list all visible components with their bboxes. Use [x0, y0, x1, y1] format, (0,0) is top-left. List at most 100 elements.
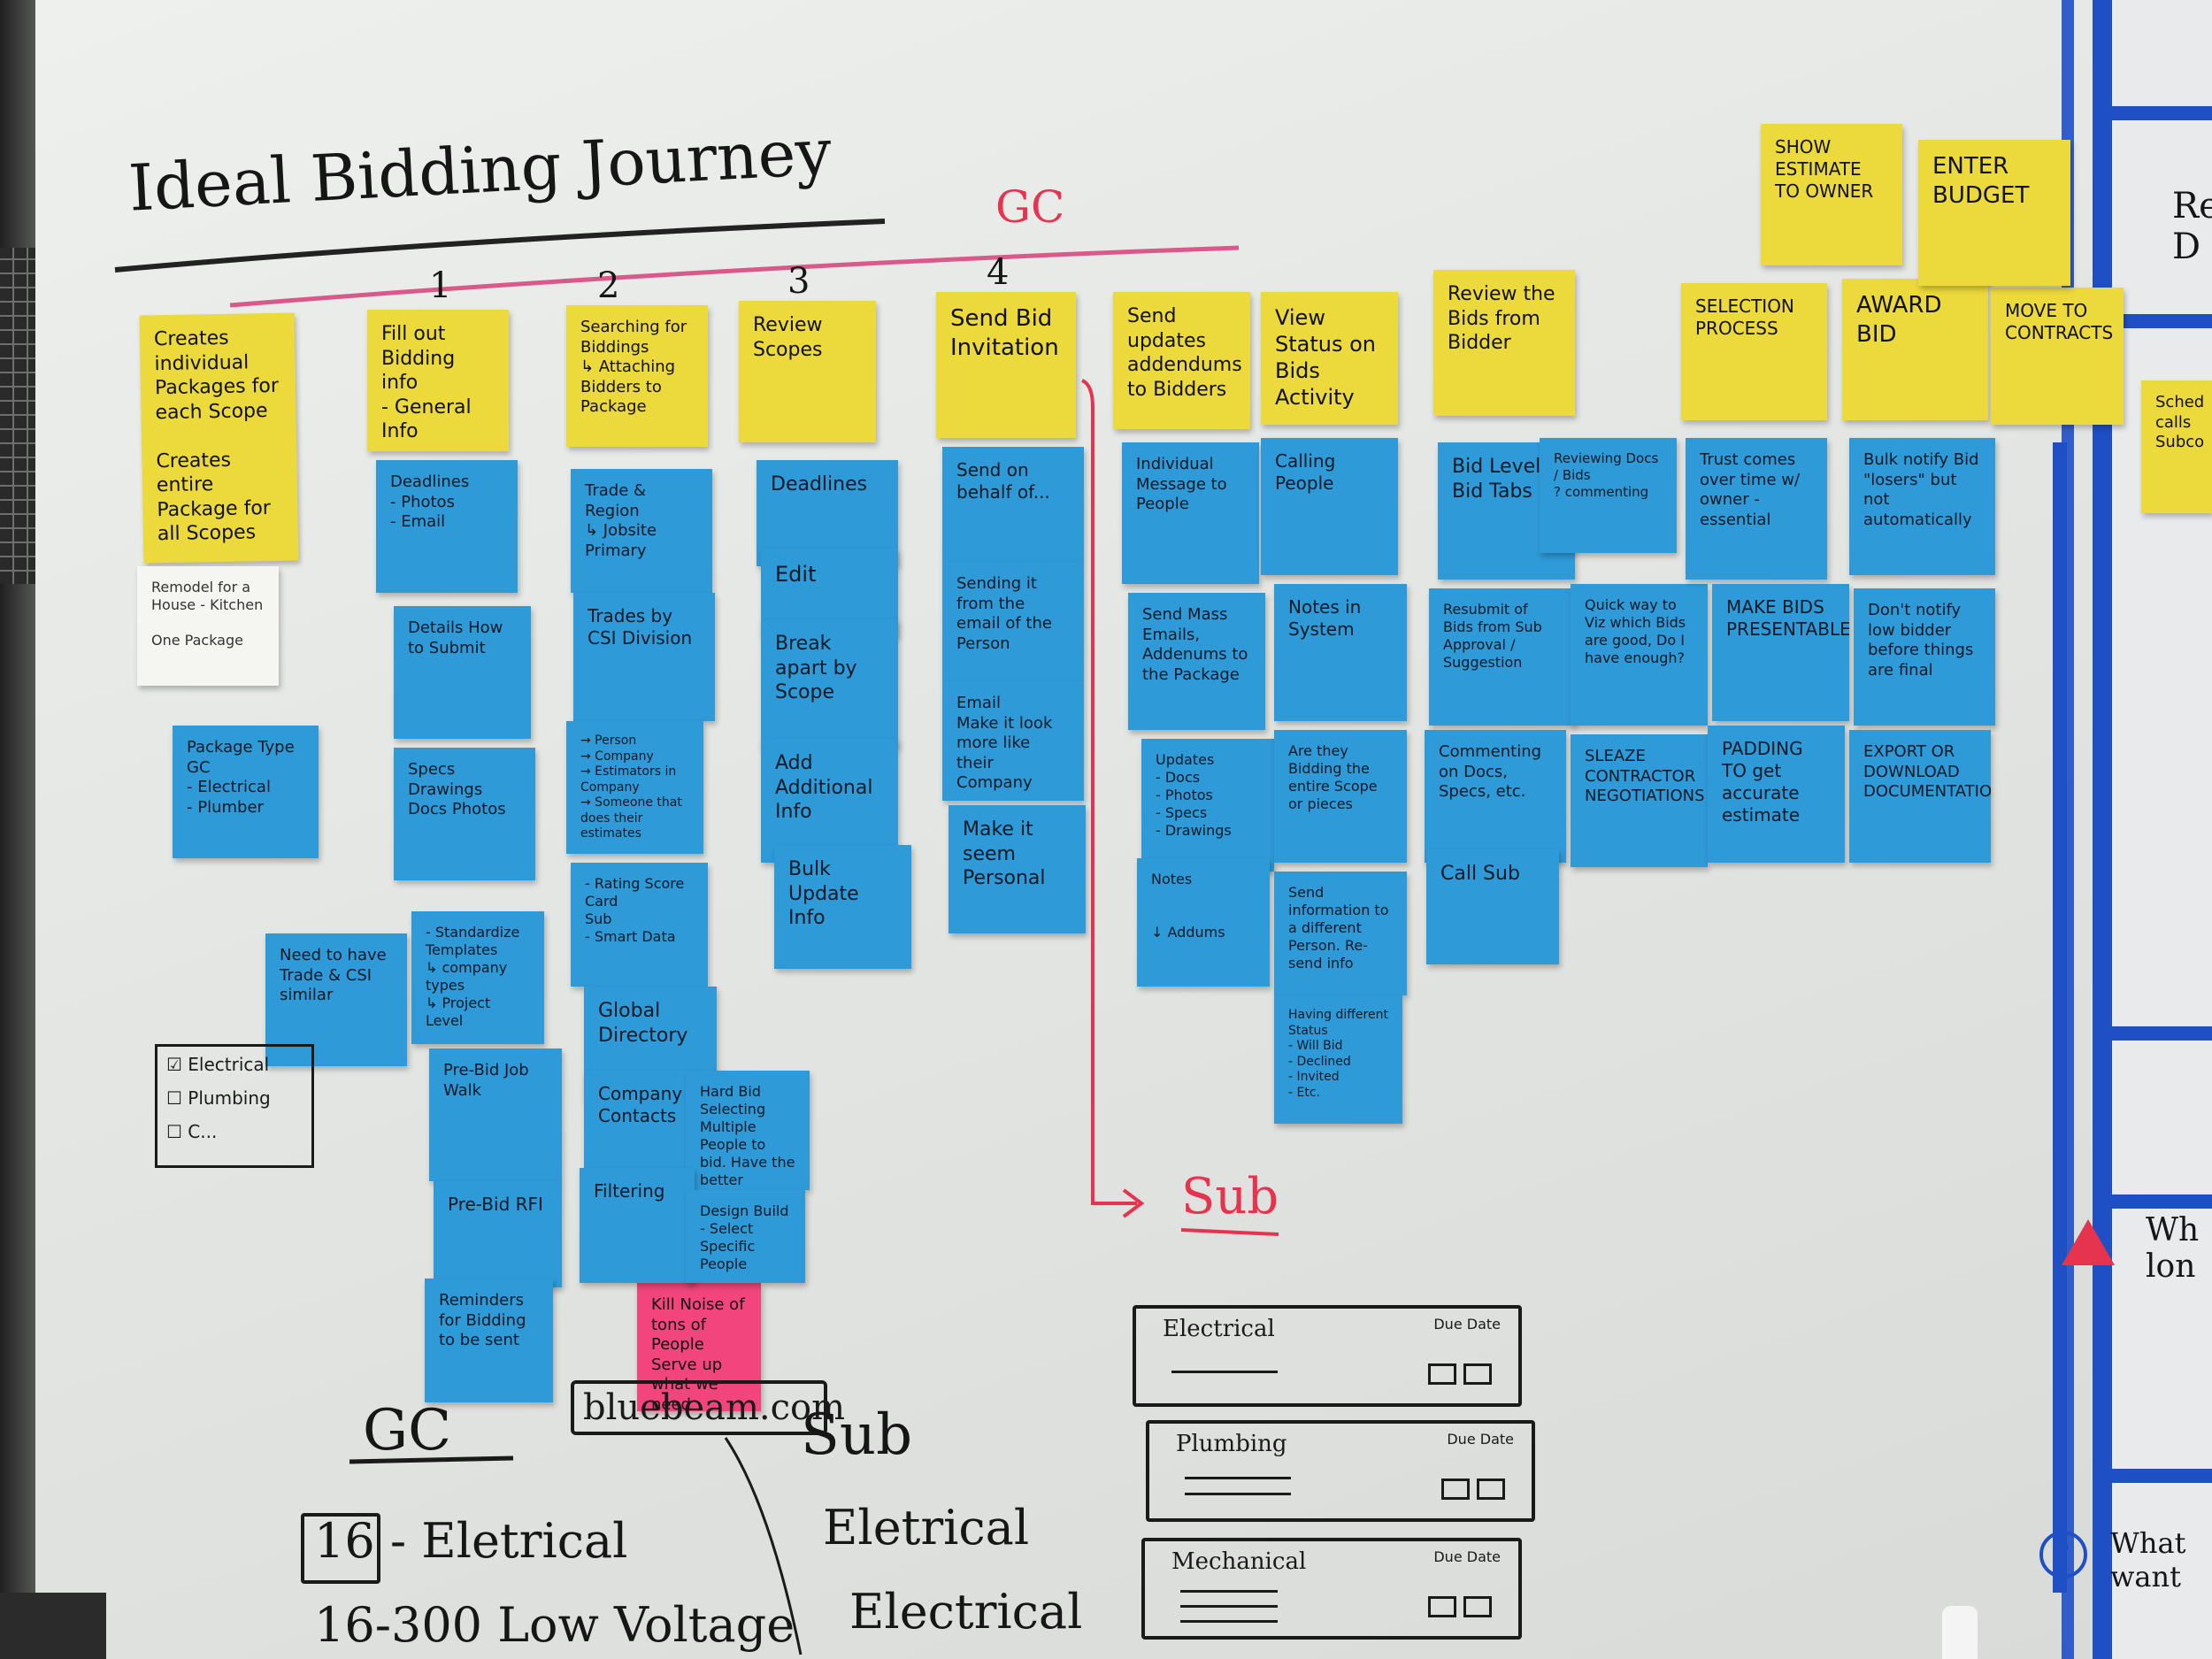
marker-bottle [1942, 1606, 1978, 1659]
blue-note-updates-docs: Updates - Docs - Photos - Specs - Drawin… [1141, 739, 1274, 872]
bid-card-line [1171, 1371, 1278, 1373]
bid-card-mechanical: Mechanical Due Date [1141, 1538, 1522, 1640]
checklist-item-1: ☑ Electrical [166, 1054, 270, 1075]
blue-note-dont-notify: Don't notify low bidder before things ar… [1854, 588, 1995, 726]
blue-note-padding-estimate: PADDING TO get accurate estimate [1708, 726, 1845, 863]
blue-note-pre-bid-rfi: Pre-Bid RFI [434, 1181, 562, 1287]
blue-note-notes-system: Notes in System [1274, 584, 1407, 721]
bid-card-action-box [1428, 1363, 1456, 1385]
yellow-note-move-to-contracts: MOVE TO CONTRACTS [1991, 288, 2124, 425]
bid-card-electrical-due: Due Date [1433, 1316, 1501, 1333]
step-number-3: 3 [787, 261, 810, 302]
bottom-gc-label: GC [363, 1398, 452, 1463]
yellow-note-send-updates: Send updates addendums to Bidders [1113, 292, 1250, 429]
blue-note-hard-bid: Hard Bid Selecting Multiple People to bi… [686, 1071, 810, 1190]
right-partial-warning-text: Wh lon [2146, 1212, 2200, 1285]
blue-note-reminders: Reminders for Bidding to be sent [425, 1279, 553, 1402]
blue-note-reviewing-docs: Reviewing Docs / Bids ? commenting [1540, 438, 1677, 553]
tape-horizontal-1 [2097, 106, 2212, 120]
tape-vertical-inner [2053, 442, 2067, 1593]
step-number-2: 2 [597, 265, 620, 306]
bottom-gc-line1: 16 - Eletrical [314, 1513, 628, 1569]
bid-card-electrical-label: Electrical [1163, 1316, 1275, 1342]
bottom-sub-label: Sub [801, 1402, 913, 1468]
blue-note-sending-from-email: Sending it from the email of the Person [942, 562, 1084, 681]
sub-marker: Sub [1181, 1168, 1279, 1225]
warning-icon [2062, 1219, 2115, 1265]
blue-note-notes-addums: Notes ↓ Addums [1137, 858, 1270, 987]
tape-horizontal-5 [2097, 1469, 2212, 1483]
blue-note-send-different-person: Send information to a different Person. … [1274, 872, 1407, 995]
bid-card-line [1185, 1493, 1291, 1495]
bid-card-electrical: Electrical Due Date [1133, 1305, 1522, 1407]
bid-card-mechanical-due: Due Date [1433, 1548, 1501, 1565]
blue-note-send-on-behalf: Send on behalf of... [942, 447, 1084, 562]
blue-note-sleaze-contractor: SLEAZE CONTRACTOR NEGOTIATIONS [1571, 734, 1708, 867]
yellow-note-create-packages: Creates individual Packages for each Sco… [139, 312, 299, 564]
bid-card-line [1180, 1590, 1278, 1593]
blue-note-commenting-docs: Commenting on Docs, Specs, etc. [1425, 730, 1566, 863]
bottom-gc-underline [349, 1455, 514, 1464]
blue-note-resubmit-bids: Resubmit of Bids from Sub Approval / Sug… [1429, 588, 1575, 726]
bluebeam-box: bluebeam.com [571, 1380, 845, 1435]
bottom-gc-line2: 16-300 Low Voltage [314, 1597, 795, 1653]
blue-note-individual-message: Individual Message to People [1122, 442, 1259, 584]
checklist-item-3: ☐ C... [166, 1121, 218, 1142]
blue-note-standardize-templates: - Standardize Templates ↳ company types … [411, 911, 544, 1044]
right-board-section [2093, 0, 2212, 1659]
tape-horizontal-2 [2097, 314, 2212, 328]
blue-note-company-contacts: Company Contacts [584, 1071, 699, 1186]
yellow-note-show-estimate: SHOW ESTIMATE TO OWNER [1761, 124, 1902, 265]
checklist-item-2: ☐ Plumbing [166, 1087, 271, 1109]
yellow-note-view-status: View Status on Bids Activity [1261, 292, 1398, 425]
yellow-note-award-bid: AWARD BID [1842, 279, 1988, 420]
blue-note-mass-emails: Send Mass Emails, Addenums to the Packag… [1128, 593, 1265, 730]
blue-note-having-status: Having different Status - Will Bid - Dec… [1274, 995, 1402, 1124]
blue-note-entire-scope: Are they Bidding the entire Scope or pie… [1274, 730, 1407, 863]
connector-line [724, 1437, 803, 1655]
red-arrow-to-sub [1081, 379, 1279, 1236]
tape-horizontal-3 [2097, 1026, 2212, 1041]
bid-card-line [1180, 1605, 1278, 1608]
blue-note-specs-drawings: Specs Drawings Docs Photos [394, 748, 535, 880]
yellow-note-enter-budget: ENTER BUDGET [1918, 140, 2070, 286]
blue-note-make-personal: Make it seem Personal [949, 805, 1086, 933]
yellow-note-fill-bidding-info: Fill out Bidding info - General Info [367, 310, 509, 451]
bid-card-mechanical-label: Mechanical [1171, 1548, 1307, 1575]
scope-checklist-sketch: ☑ Electrical ☐ Plumbing ☐ C... [155, 1044, 314, 1168]
blue-note-break-apart: Break apart by Scope [761, 619, 898, 748]
tape-horizontal-4 [2097, 1194, 2212, 1209]
blue-note-details-submit: Details How to Submit [394, 606, 531, 739]
blue-note-trade-region: Trade & Region ↳ Jobsite Primary [571, 469, 712, 593]
step-number-4: 4 [987, 252, 1010, 293]
blue-note-filtering: Filtering [580, 1168, 695, 1283]
yellow-note-searching-bidders: Searching for Biddings ↳ Attaching Bidde… [566, 305, 708, 447]
blue-note-calling-people: Calling People [1261, 438, 1398, 575]
blue-note-quick-way-viz: Quick way to Viz which Bids are good, Do… [1571, 584, 1708, 726]
blue-note-make-bids-presentable: MAKE BIDS PRESENTABLE [1712, 584, 1849, 721]
blue-note-package-type: Package Type GC - Electrical - Plumber [173, 726, 319, 858]
blue-note-bulk-update: Bulk Update Info [774, 845, 911, 969]
blue-note-design-build: Design Build - Select Specific People [686, 1190, 805, 1283]
blue-note-make-it-look: Email Make it look more like their Compa… [942, 681, 1084, 801]
bid-card-plumbing-due: Due Date [1447, 1431, 1514, 1448]
bid-card-plumbing-label: Plumbing [1176, 1431, 1287, 1457]
bottom-sub-line1: Eletrical [823, 1500, 1030, 1555]
yellow-note-schedule-calls: Sched calls Subco [2141, 380, 2212, 513]
floor-corner [0, 1593, 106, 1659]
yellow-note-selection-process: SELECTION PROCESS [1681, 283, 1827, 420]
bluebeam-label: bluebeam.com [583, 1387, 846, 1428]
white-note-remodel: Remodel for a House - Kitchen One Packag… [137, 566, 279, 686]
step-number-1: 1 [429, 265, 452, 306]
blue-note-rating-scorecard: - Rating Score Card Sub - Smart Data [571, 863, 708, 987]
tape-vertical-left [2093, 0, 2112, 1659]
bid-card-line [1180, 1620, 1278, 1623]
blue-note-person-company: → Person → Company → Estimators in Compa… [566, 721, 703, 854]
bid-card-action-box [1428, 1596, 1456, 1617]
blue-note-add-info: Add Additional Info [761, 739, 898, 863]
yellow-note-review-bids: Review the Bids from Bidder [1433, 270, 1575, 416]
blue-note-trust-comes: Trust comes over time w/ owner - essenti… [1686, 438, 1827, 580]
bid-card-plumbing: Plumbing Due Date [1146, 1420, 1535, 1522]
right-partial-top-text: Re D [2172, 186, 2212, 267]
